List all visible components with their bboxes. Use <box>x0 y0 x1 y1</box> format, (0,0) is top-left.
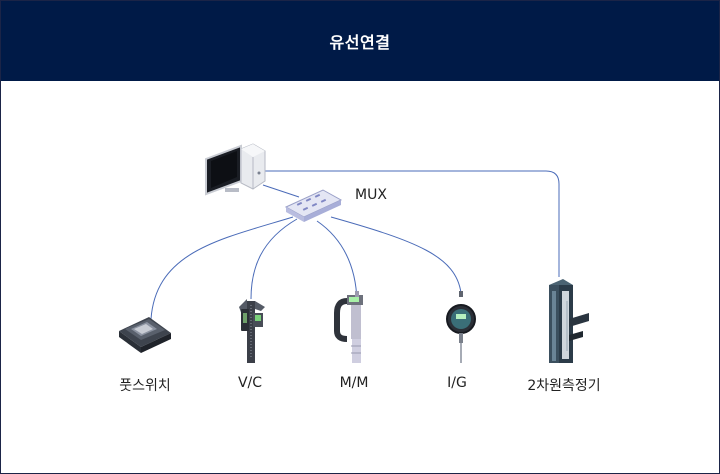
micrometer-icon <box>334 291 363 363</box>
device-label-vc: V/C <box>237 375 263 391</box>
mux-icon <box>284 189 343 222</box>
pc-icon <box>205 143 266 196</box>
mux-label: MUX <box>355 187 387 203</box>
line-mux-foot-switch <box>150 216 294 320</box>
line-mux-vc <box>250 218 298 300</box>
device-label-2d: 2차원측정기 <box>527 378 601 394</box>
header-bar: 유선연결 <box>1 1 719 81</box>
device-label-mm: M/M <box>339 375 369 391</box>
2d-measuring-instrument-icon <box>549 279 589 363</box>
device-label-foot-switch: 풋스위치 <box>119 378 171 394</box>
line-mux-mm <box>316 220 358 302</box>
vernier-caliper-icon <box>239 299 265 363</box>
page-title: 유선연결 <box>329 33 391 52</box>
line-pc-2d <box>263 170 560 277</box>
foot-switch-icon <box>119 317 171 353</box>
device-label-ig: I/G <box>447 375 467 391</box>
line-pc-mux <box>262 184 300 198</box>
indicator-gauge-icon <box>446 291 476 363</box>
line-mux-ig <box>330 216 462 294</box>
